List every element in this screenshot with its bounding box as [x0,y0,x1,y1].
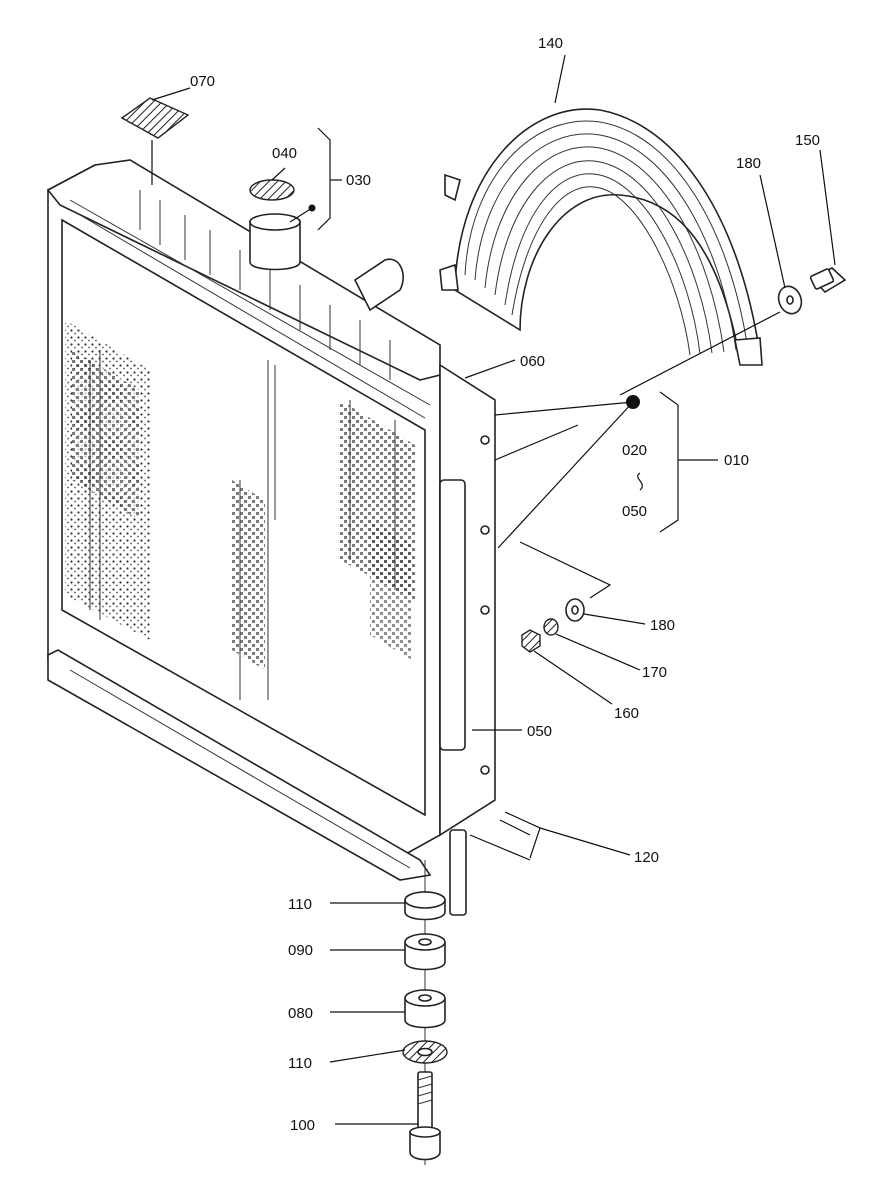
rod-upper [494,424,579,461]
label-050-upper: 050 [622,503,647,520]
part-040-cap [249,167,295,201]
label-010: 010 [724,452,749,469]
lower-tank-edge [69,669,411,869]
side-bracket-holes [480,435,490,775]
part-110-upper-bushing [330,891,446,921]
upper-tank-ribs [69,190,431,419]
group-010 [494,391,718,549]
filler-neck-top [249,213,301,231]
label-120: 120 [634,849,659,866]
core-fins-left-dense [72,350,140,520]
label-020: 020 [622,442,647,459]
part-140-shroud [439,54,763,366]
part-180-washer-top [759,174,803,315]
part-160-nut [521,629,613,705]
label-180-mid: 180 [650,617,675,634]
part-100-bolt [335,1071,441,1161]
label-090: 090 [288,942,313,959]
drain-pipe [449,829,467,916]
part-170-lockwasher [543,618,641,671]
label-100: 100 [290,1117,315,1134]
bracket-030 [289,127,342,231]
label-140: 140 [538,35,563,52]
label-030: 030 [346,172,371,189]
core-fins-mid [232,480,265,670]
part-180-washer-mid [565,598,646,625]
part-120-clip [469,811,631,861]
label-050-lower: 050 [527,723,552,740]
label-040: 040 [272,145,297,162]
label-160: 160 [614,705,639,722]
core-streaks [89,350,396,700]
label-070: 070 [190,73,215,90]
part-150-bolt [809,149,847,294]
leader-060 [464,359,516,379]
label-080: 080 [288,1005,313,1022]
rod-lower [519,541,612,599]
part-070-cap [120,87,191,185]
label-170: 170 [642,664,667,681]
upper-tank [46,159,441,381]
side-bracket-slot [439,479,466,751]
core-fins-right-lower [370,520,412,660]
part-080-cushion [330,989,446,1029]
inlet-pipe [353,258,404,312]
radiator-assembly [46,159,496,916]
label-110-lower: 110 [288,1055,312,1072]
label-180-top: 180 [736,155,761,172]
label-110-upper: 110 [288,896,312,913]
rod-010 [619,311,781,396]
part-090-cushion [330,933,446,971]
label-060: 060 [520,353,545,370]
part-110-lower-washer [329,1040,448,1064]
lower-tank [47,649,432,881]
label-150: 150 [795,132,820,149]
